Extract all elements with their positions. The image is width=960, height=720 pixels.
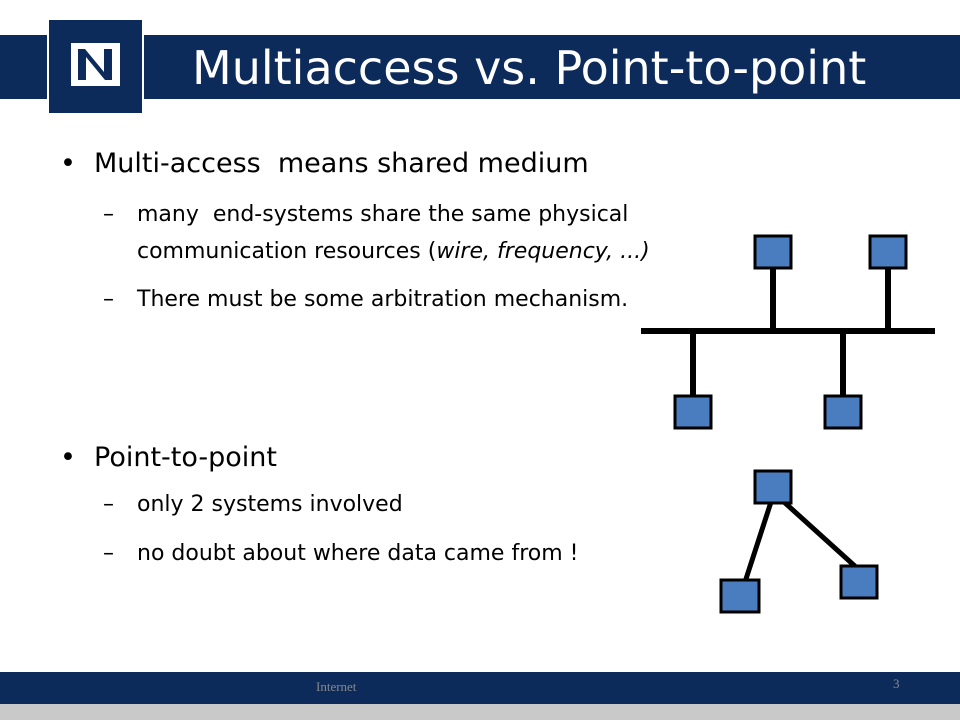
bullet-text: Multi-access means shared medium [94,148,589,179]
bullet-dot: • [60,442,76,473]
sub-bullet-dash: – [103,287,114,312]
sub-bullet-text: no doubt about where data came from ! [137,541,579,566]
sub-bullet-shared-resources-cont: communication resources (wire, frequency… [137,235,650,269]
p2p-link-line [742,501,774,583]
sub-bullet-text: There must be some arbitration mechanism… [137,287,629,312]
sub-bullet-line2: communication resources ( [137,239,437,264]
network-node [868,234,908,270]
footer-strip [0,704,960,720]
p2p-link-line [782,500,859,570]
n-logo-icon [71,43,120,86]
sub-bullet-text: only 2 systems involved [137,492,403,517]
bullet-dot: • [60,148,76,179]
university-logo [47,18,144,115]
footer-bar [0,672,960,704]
sub-bullet-line2-italic: wire, frequency, ...) [436,239,650,264]
point-to-point-diagram [719,469,879,614]
sub-bullet-dash: – [103,492,114,517]
page-title: Multiaccess vs. Point-to-point [192,41,867,95]
bullet-text: Point-to-point [94,442,277,473]
multi-access-bus-diagram [641,234,935,430]
title-bar [0,35,960,99]
sub-bullet-dash: – [103,202,114,227]
slide-number: 3 [893,676,900,691]
network-node [753,234,793,270]
network-node [719,578,761,614]
sub-bullet-dash: – [103,541,114,566]
footer-label: Internet [316,679,357,694]
network-node [673,394,713,430]
sub-bullet-line1: many end-systems share the same physical [137,202,629,227]
network-node [839,564,879,600]
network-node [753,469,793,505]
network-node [823,394,863,430]
